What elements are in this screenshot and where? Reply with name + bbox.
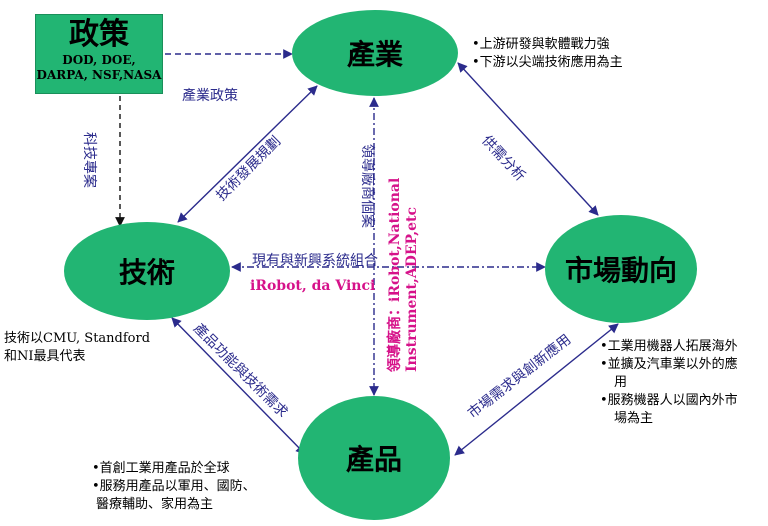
policy-agencies-line2: DARPA, NSF,NASA (36, 68, 162, 82)
leading-vendors-line2: Instrument,ADEP,etc (404, 206, 420, 372)
node-technology: 技術 (64, 222, 230, 320)
note-technology: 技術以CMU, Standford 和NI最具代表 (4, 330, 150, 366)
note-market-line: 場為主 (614, 411, 654, 426)
label-system-integration-examples: iRobot, da Vinci (250, 278, 376, 294)
policy-agencies-line1: DOD, DOE, (62, 53, 136, 67)
label-system-integration: 現有與新興系統組合 (252, 253, 378, 269)
note-industry-line: •下游以尖端技術應用為主 (472, 55, 623, 70)
policy-box: 政策 DOD, DOE, DARPA, NSF,NASA (35, 14, 163, 94)
arrow-product-market (454, 323, 619, 456)
label-industrial-policy: 產業政策 (182, 88, 238, 104)
node-market: 市場動向 (545, 215, 697, 323)
note-product-line: 醫療輔助、家用為主 (96, 497, 214, 512)
note-industry: •上游研發與軟體戰力強 •下游以尖端技術應用為主 (472, 36, 623, 72)
note-product-line: •首創工業用產品於全球 (92, 461, 230, 476)
note-product-line: •服務用產品以軍用、國防、 (92, 479, 256, 494)
policy-title: 政策 (69, 17, 129, 52)
note-market-line: 用 (614, 375, 628, 390)
arrow-technology-product (171, 317, 306, 455)
note-product: •首創工業用產品於全球 •服務用產品以軍用、國防、 醫療輔助、家用為主 (92, 460, 256, 514)
note-technology-line: 技術以CMU, Standford (4, 331, 151, 346)
node-product: 產品 (298, 396, 450, 520)
arrow-technology-industry (177, 85, 318, 223)
note-market-line: •工業用機器人拓展海外 (600, 339, 738, 354)
note-industry-line: •上游研發與軟體戰力強 (472, 37, 610, 52)
label-tech-projects: 科技專案 (81, 132, 97, 188)
node-industry: 產業 (292, 10, 458, 96)
label-leading-vendor-cases: 領導廠商個案 (359, 144, 375, 228)
leading-vendors-label: 領導廠商：iRobot,National Instrument,ADEP,etc (384, 152, 428, 372)
arrow-industry-market (457, 62, 599, 216)
note-market-line: •服務機器人以國內外市 (600, 393, 738, 408)
leading-vendors-line1: 領導廠商：iRobot,National (387, 177, 403, 372)
note-technology-line: 和NI最具代表 (4, 349, 86, 364)
note-market: •工業用機器人拓展海外 •並擴及汽車業以外的應 用 •服務機器人以國內外市 場為… (600, 338, 738, 428)
note-market-line: •並擴及汽車業以外的應 (600, 357, 738, 372)
